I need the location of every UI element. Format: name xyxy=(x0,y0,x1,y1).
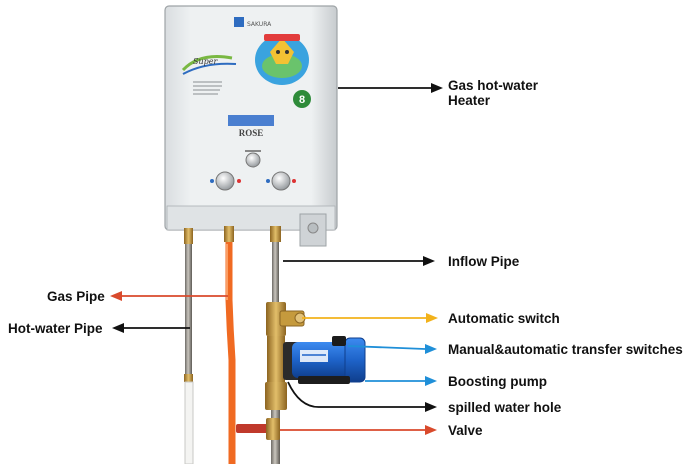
transfer-switch-icon xyxy=(332,336,346,346)
mascot-sticker-icon xyxy=(255,34,309,85)
spec-text-lines xyxy=(193,81,222,95)
control-knob-right-icon xyxy=(266,171,296,191)
label-heater-line1: Gas hot-water xyxy=(448,78,539,93)
super-script-logo: Super xyxy=(193,57,218,66)
label-transfer-switches: Manual&automatic transfer switches xyxy=(448,342,683,357)
control-knob-left-icon xyxy=(210,171,241,191)
label-automatic-switch: Automatic switch xyxy=(448,311,560,326)
brand-name: ROSE xyxy=(239,128,264,138)
gas-pipe xyxy=(184,228,194,464)
energy-badge-number: 8 xyxy=(299,94,305,106)
label-boosting-pump: Boosting pump xyxy=(448,374,547,389)
super-swoosh-logo-icon: Super xyxy=(181,55,237,75)
brass-fitting-assembly xyxy=(265,302,306,410)
valve-icon xyxy=(236,418,280,440)
heater-unit: SAKURA Super 8 ROSE xyxy=(164,5,338,247)
boosting-pump-icon xyxy=(283,336,366,384)
brand-top-logo-icon xyxy=(234,17,244,27)
label-gas-pipe: Gas Pipe xyxy=(47,289,105,304)
callout-arrows xyxy=(110,83,443,435)
energy-badge: 8 xyxy=(293,90,311,108)
label-spilled-water-hole: spilled water hole xyxy=(448,400,562,415)
control-knob-top-icon xyxy=(245,150,261,168)
label-hot-water-pipe: Hot-water Pipe xyxy=(8,321,103,336)
hot-water-pipe xyxy=(224,226,236,464)
brand-top-label: SAKURA xyxy=(247,21,272,28)
brand-plate xyxy=(228,115,274,126)
label-valve: Valve xyxy=(448,423,483,438)
label-heater-line2: Heater xyxy=(448,93,491,108)
label-inflow-pipe: Inflow Pipe xyxy=(448,254,520,269)
